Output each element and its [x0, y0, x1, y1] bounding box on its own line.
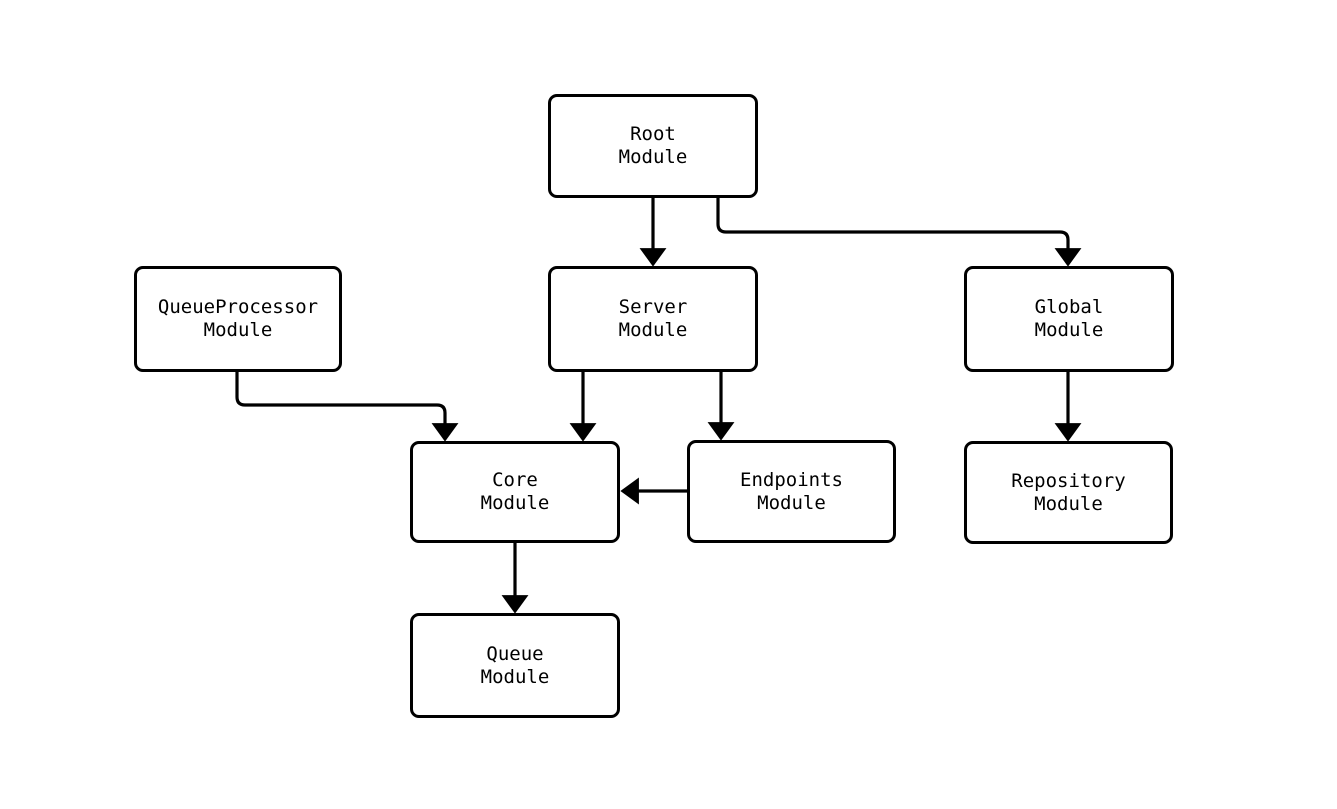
- node-global-module-line2: Module: [1034, 319, 1104, 341]
- node-server-module-line1: Server: [618, 296, 688, 318]
- node-core-module-line2: Module: [480, 492, 550, 514]
- node-repository-module[interactable]: Repository Module: [964, 441, 1173, 544]
- node-endpoints-module[interactable]: Endpoints Module: [687, 440, 896, 543]
- node-queueprocessor-module-line1: QueueProcessor: [157, 296, 319, 318]
- node-queueprocessor-module-line2: Module: [203, 319, 273, 341]
- node-root-module-line1: Root: [630, 123, 676, 145]
- node-root-module-line2: Module: [618, 146, 688, 168]
- node-server-module-line2: Module: [618, 319, 688, 341]
- node-queue-module-line1: Queue: [486, 642, 544, 665]
- node-global-module-line1: Global: [1034, 296, 1104, 318]
- node-core-module[interactable]: Core Module: [410, 441, 620, 543]
- node-repository-module-line1: Repository: [1011, 469, 1126, 492]
- edge-root-to-global: [716, 198, 1082, 267]
- node-queue-module-line2: Module: [480, 665, 550, 688]
- node-endpoints-module-line2: Module: [757, 491, 826, 514]
- edge-queueprocessor-to-core: [235, 372, 459, 442]
- node-queue-module[interactable]: Queue Module: [410, 613, 620, 718]
- node-repository-module-line2: Module: [1034, 492, 1103, 515]
- node-root-module[interactable]: Root Module: [548, 94, 758, 198]
- node-endpoints-module-line1: Endpoints: [740, 468, 843, 491]
- node-global-module[interactable]: Global Module: [964, 266, 1174, 372]
- node-queueprocessor-module[interactable]: QueueProcessor Module: [134, 266, 342, 372]
- node-core-module-line1: Core: [492, 469, 538, 491]
- node-server-module[interactable]: Server Module: [548, 266, 758, 372]
